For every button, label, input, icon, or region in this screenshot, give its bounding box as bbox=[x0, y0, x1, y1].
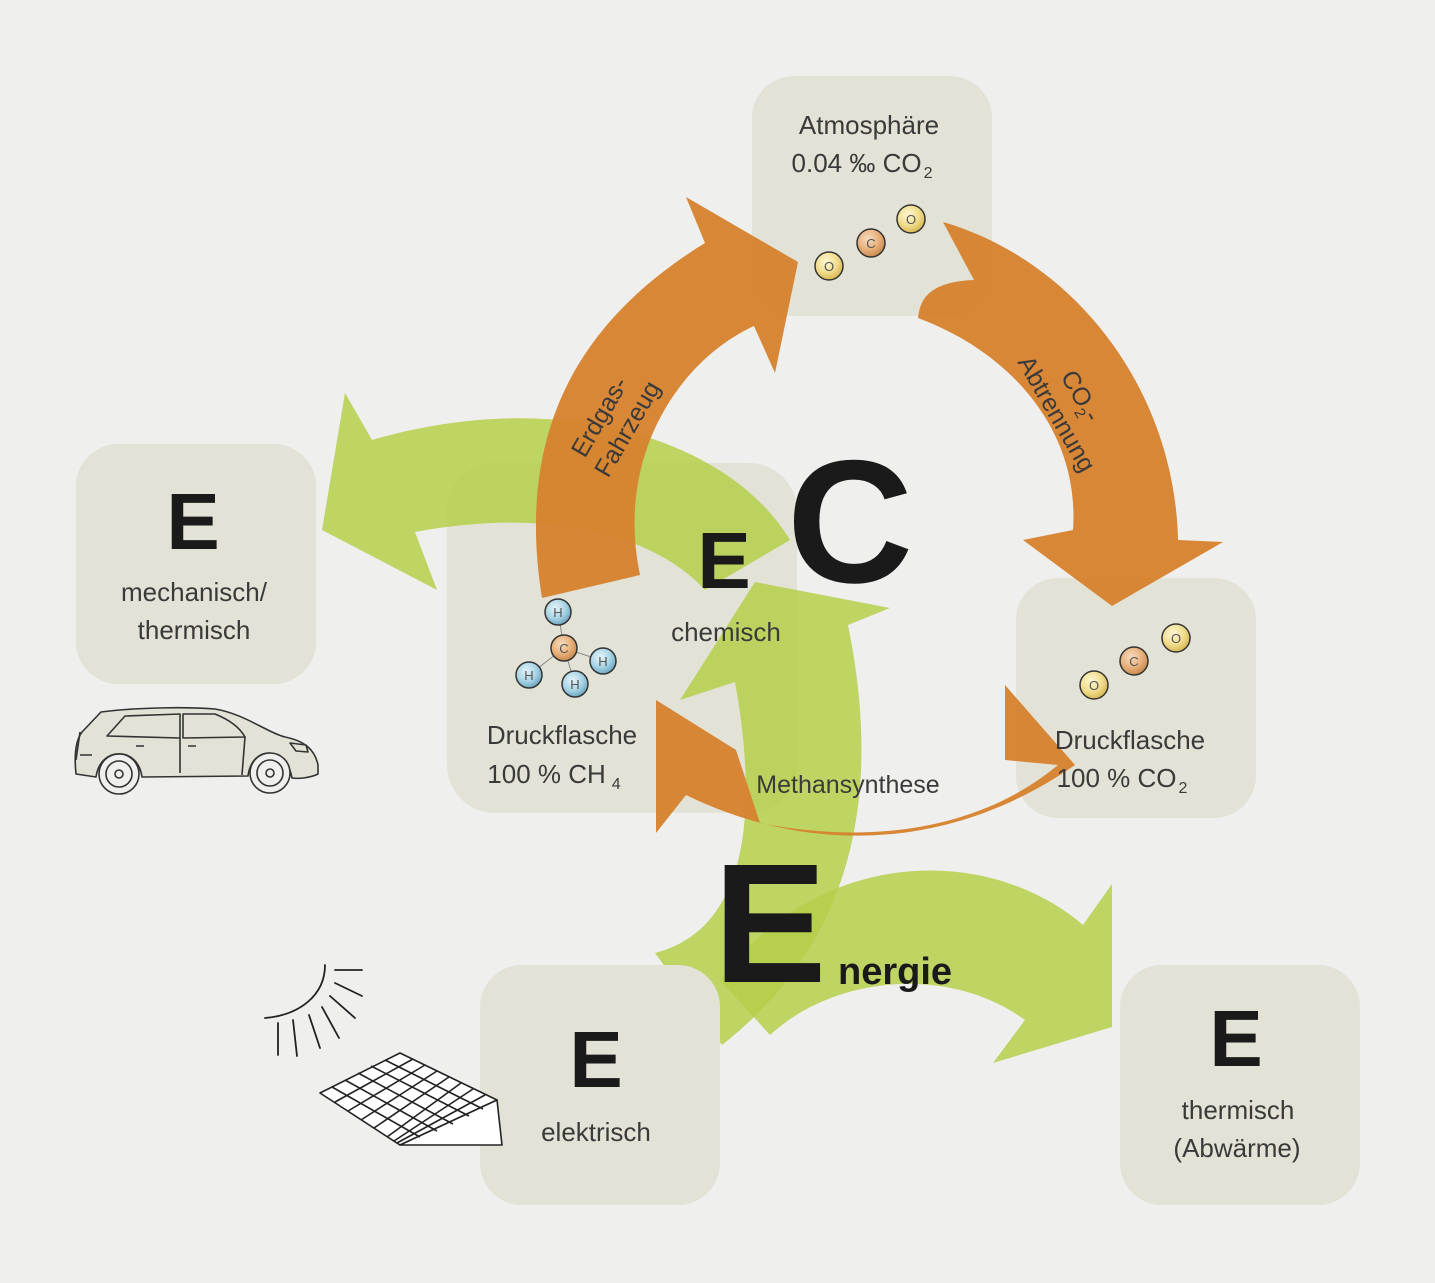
co2-molecule-bottle: O C O bbox=[1079, 623, 1191, 700]
mechanical-energy-letter: E bbox=[166, 477, 219, 566]
chemical-energy-label: chemisch bbox=[671, 617, 781, 647]
oxygen-atom bbox=[1079, 670, 1109, 700]
co2-molecule-atmosphere: O C O bbox=[814, 204, 926, 281]
thermal-energy-box bbox=[1120, 965, 1360, 1205]
orange-arrow-vehicle bbox=[535, 197, 798, 598]
oxygen-atom-label: O bbox=[824, 259, 834, 274]
co2-bottle-line1: Druckflasche bbox=[1055, 725, 1205, 755]
oxygen-atom-label: O bbox=[1089, 678, 1099, 693]
oxygen-atom bbox=[814, 251, 844, 281]
electrical-energy-letter: E bbox=[569, 1015, 622, 1104]
mechanical-energy-line1: mechanisch/ bbox=[121, 577, 268, 607]
thermal-energy-line1: thermisch bbox=[1182, 1095, 1295, 1125]
carbon-atom bbox=[1119, 646, 1149, 676]
carbon-atom-label: C bbox=[559, 641, 568, 656]
oxygen-atom-label: O bbox=[906, 212, 916, 227]
ch4-bottle-line1: Druckflasche bbox=[487, 720, 637, 750]
carbon-atom bbox=[856, 228, 886, 258]
hydrogen-atom-label: H bbox=[553, 605, 562, 620]
solar-panel-icon bbox=[319, 1052, 503, 1146]
thermal-energy-line2: (Abwärme) bbox=[1173, 1133, 1300, 1163]
chemical-energy-letter: E bbox=[697, 516, 750, 605]
hydrogen-atom bbox=[589, 647, 617, 675]
energy-rest-label: nergie bbox=[838, 951, 952, 993]
car-illustration bbox=[74, 706, 319, 795]
mechanical-energy-box bbox=[76, 444, 316, 684]
sun-icon bbox=[264, 964, 363, 1057]
oxygen-atom bbox=[1161, 623, 1191, 653]
electrical-energy-box bbox=[480, 965, 720, 1205]
atmosphere-box bbox=[752, 76, 992, 316]
green-arrow-to-thermal bbox=[720, 870, 1112, 1063]
thermal-energy-letter: E bbox=[1209, 994, 1262, 1083]
mechanical-energy-line2: thermisch bbox=[138, 615, 251, 645]
oxygen-atom-label: O bbox=[1171, 631, 1181, 646]
carbon-atom-label: C bbox=[866, 236, 875, 251]
orange-arrow-separation bbox=[918, 222, 1223, 606]
green-arrow-to-chemical bbox=[655, 582, 890, 1045]
methane-molecule: H C H H H bbox=[515, 598, 617, 698]
co2-bottle-box bbox=[1016, 578, 1256, 818]
atmosphere-line1: Atmosphäre bbox=[799, 110, 939, 140]
energy-big-letter: E bbox=[713, 829, 826, 1019]
hydrogen-atom-label: H bbox=[524, 668, 533, 683]
electrical-energy-label: elektrisch bbox=[541, 1117, 651, 1147]
hydrogen-atom bbox=[544, 598, 572, 626]
hydrogen-atom-label: H bbox=[570, 677, 579, 692]
carbon-atom bbox=[550, 634, 578, 662]
methane-arrow-label: Methansynthese bbox=[756, 771, 939, 799]
hydrogen-atom-label: H bbox=[598, 654, 607, 669]
oxygen-atom bbox=[896, 204, 926, 234]
carbon-atom-label: C bbox=[1129, 654, 1138, 669]
hydrogen-atom bbox=[515, 661, 543, 689]
carbon-letter: C bbox=[787, 425, 913, 620]
hydrogen-atom bbox=[561, 670, 589, 698]
